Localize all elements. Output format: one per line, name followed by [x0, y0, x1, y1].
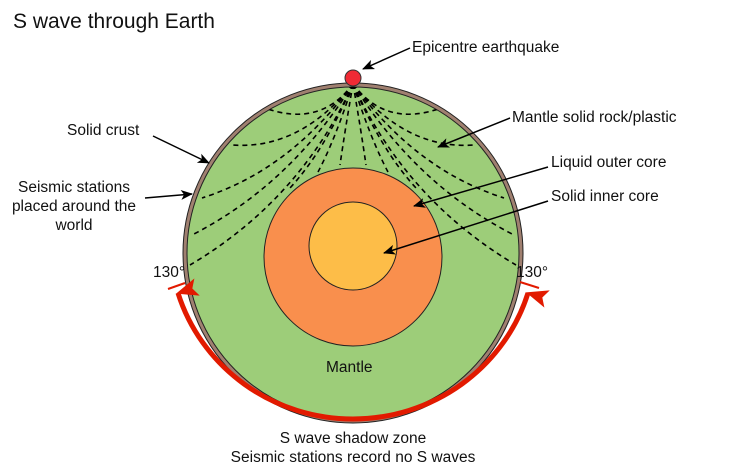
s-wave-paths	[189, 87, 517, 266]
left-130-tick	[167, 282, 186, 290]
stations-line-2: placed around the	[11, 198, 137, 215]
inner-core-arrow	[383, 200, 549, 255]
label-liquid-outer-core: Liquid outer core	[551, 154, 667, 171]
epicentre-marker	[344, 69, 362, 87]
shadow-zone-line-1: S wave shadow zone	[279, 430, 427, 447]
right-130-tick	[519, 281, 540, 289]
label-solid-inner-core: Solid inner core	[551, 188, 659, 205]
stations-line-3: world	[55, 217, 93, 234]
label-angle-left: 130°	[153, 264, 186, 281]
label-solid-crust: Solid crust	[67, 122, 140, 139]
label-shadow-zone: S wave shadow zone Seismic stations reco…	[203, 429, 503, 467]
mantle-arrow	[437, 117, 511, 148]
label-mantle: Mantle	[326, 359, 373, 376]
shadow-zone-line-2: Seismic stations record no S waves	[230, 449, 476, 466]
stations-line-1: Seismic stations	[18, 179, 130, 196]
inner-core-layer	[308, 201, 398, 291]
page-title: S wave through Earth	[13, 10, 215, 33]
label-mantle-solid: Mantle solid rock/plastic	[512, 109, 677, 126]
label-seismic-stations: Seismic stations placed around the world	[0, 178, 148, 235]
crust-arrow	[152, 135, 210, 164]
outer-core-arrow	[413, 166, 549, 208]
stations-arrow	[144, 189, 193, 200]
label-angle-right: 130°	[516, 264, 549, 281]
shadow-zone-arc	[175, 278, 550, 422]
epicentre-arrow	[362, 47, 411, 70]
label-epicentre: Epicentre earthquake	[412, 39, 560, 56]
